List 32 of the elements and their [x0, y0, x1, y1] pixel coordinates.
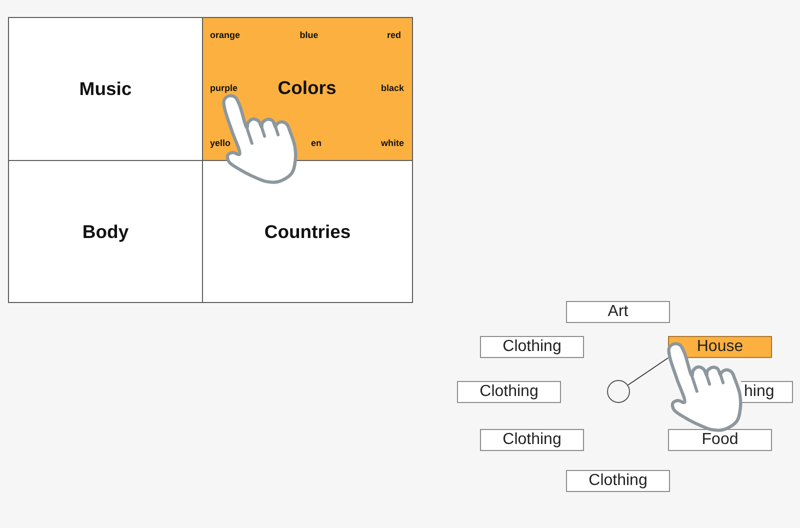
category-cell [202, 160, 413, 303]
word-label: House [696, 338, 744, 356]
center-circle [607, 380, 630, 403]
word-box [741, 381, 793, 403]
word-label: hing [744, 382, 774, 402]
word-label: Clothing [588, 472, 648, 490]
connector-line [628, 358, 668, 386]
color-word: red [386, 30, 401, 40]
word-box [566, 470, 670, 492]
word-box [668, 429, 772, 451]
color-word: yello [210, 138, 231, 148]
word-label: Clothing [480, 382, 538, 402]
color-word: blue [300, 30, 318, 40]
word-box [480, 429, 584, 451]
word-box [480, 336, 584, 358]
color-word: en [311, 138, 322, 148]
color-word: white [380, 138, 404, 148]
color-word: orange [210, 30, 240, 40]
color-word: black [380, 82, 404, 94]
word-label: Food [702, 430, 738, 450]
category-cell [8, 17, 203, 161]
category-title: Body [82, 220, 129, 242]
color-word: purple [210, 82, 238, 94]
category-title: Music [79, 78, 132, 100]
category-cell [8, 160, 203, 303]
word-box [566, 301, 670, 323]
category-title: Colors [278, 77, 336, 99]
word-label: Art [608, 302, 628, 322]
word-box [457, 381, 561, 403]
word-label: Clothing [502, 430, 562, 450]
word-label: Clothing [502, 338, 562, 356]
category-title: Countries [264, 220, 351, 242]
